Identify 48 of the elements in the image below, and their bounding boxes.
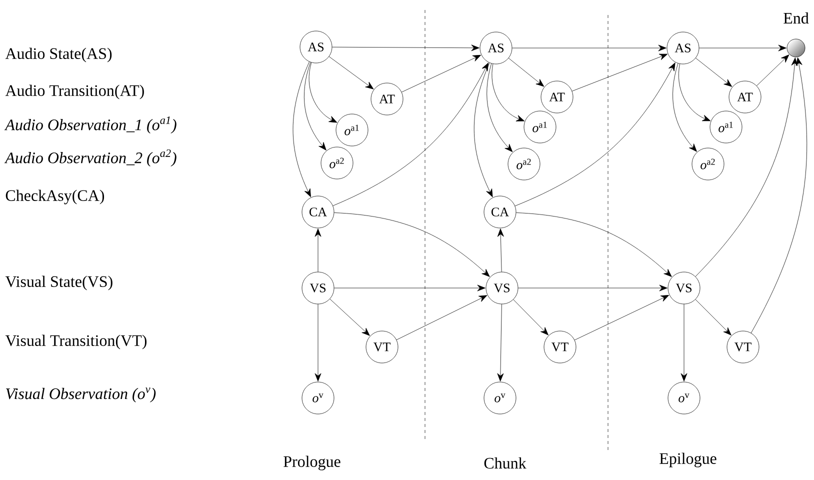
row-label: Audio Transition(AT) bbox=[5, 84, 144, 100]
arrow bbox=[518, 284, 668, 292]
row-label: Visual Transition(VT) bbox=[5, 334, 147, 350]
arrow bbox=[332, 62, 488, 206]
row-label: Visual State(VS) bbox=[5, 276, 112, 290]
section-label: Epilogue bbox=[660, 452, 716, 468]
arrow bbox=[750, 57, 807, 334]
arrow bbox=[672, 63, 697, 152]
arrow bbox=[756, 54, 790, 86]
arrow bbox=[401, 54, 482, 92]
arrow bbox=[696, 58, 732, 87]
arrow bbox=[512, 44, 666, 52]
arrow bbox=[396, 295, 488, 340]
arrow bbox=[328, 56, 374, 90]
row-label: Audio Observation_1 (o$^{a1}$) bbox=[4, 116, 176, 134]
arrow bbox=[497, 304, 504, 382]
arrow bbox=[574, 295, 670, 340]
arrow bbox=[678, 64, 711, 122]
arrow bbox=[314, 228, 322, 272]
arrow bbox=[695, 299, 732, 336]
section-label: Prologue bbox=[284, 456, 340, 470]
arrow bbox=[514, 62, 676, 206]
arrow bbox=[304, 62, 326, 150]
arrow bbox=[699, 44, 786, 52]
arrow bbox=[516, 212, 672, 277]
arrow bbox=[330, 298, 370, 336]
end-circle bbox=[786, 38, 806, 58]
arrow bbox=[486, 63, 513, 152]
row-label: CheckAsy(CA) bbox=[6, 190, 104, 204]
arrow bbox=[572, 54, 668, 92]
row-label: Audio Observation_2 (o$^{a2}$) bbox=[4, 149, 176, 167]
arrow bbox=[680, 304, 688, 382]
arrow bbox=[695, 58, 798, 277]
arrow bbox=[314, 304, 322, 382]
arrow bbox=[474, 62, 493, 198]
row-label: Audio State(AS) bbox=[5, 48, 112, 62]
arrow bbox=[497, 228, 504, 272]
arrow bbox=[334, 284, 486, 292]
end-label: End bbox=[784, 12, 809, 24]
arrow bbox=[332, 44, 480, 52]
section-label: Chunk bbox=[484, 457, 526, 469]
arrow bbox=[513, 299, 548, 336]
arrow bbox=[334, 212, 490, 277]
arrow bbox=[508, 58, 544, 87]
arrow bbox=[308, 62, 338, 123]
arrow bbox=[492, 64, 525, 122]
row-label: Visual Observation (o$^{v}$) bbox=[6, 388, 156, 402]
arrow bbox=[292, 62, 311, 198]
